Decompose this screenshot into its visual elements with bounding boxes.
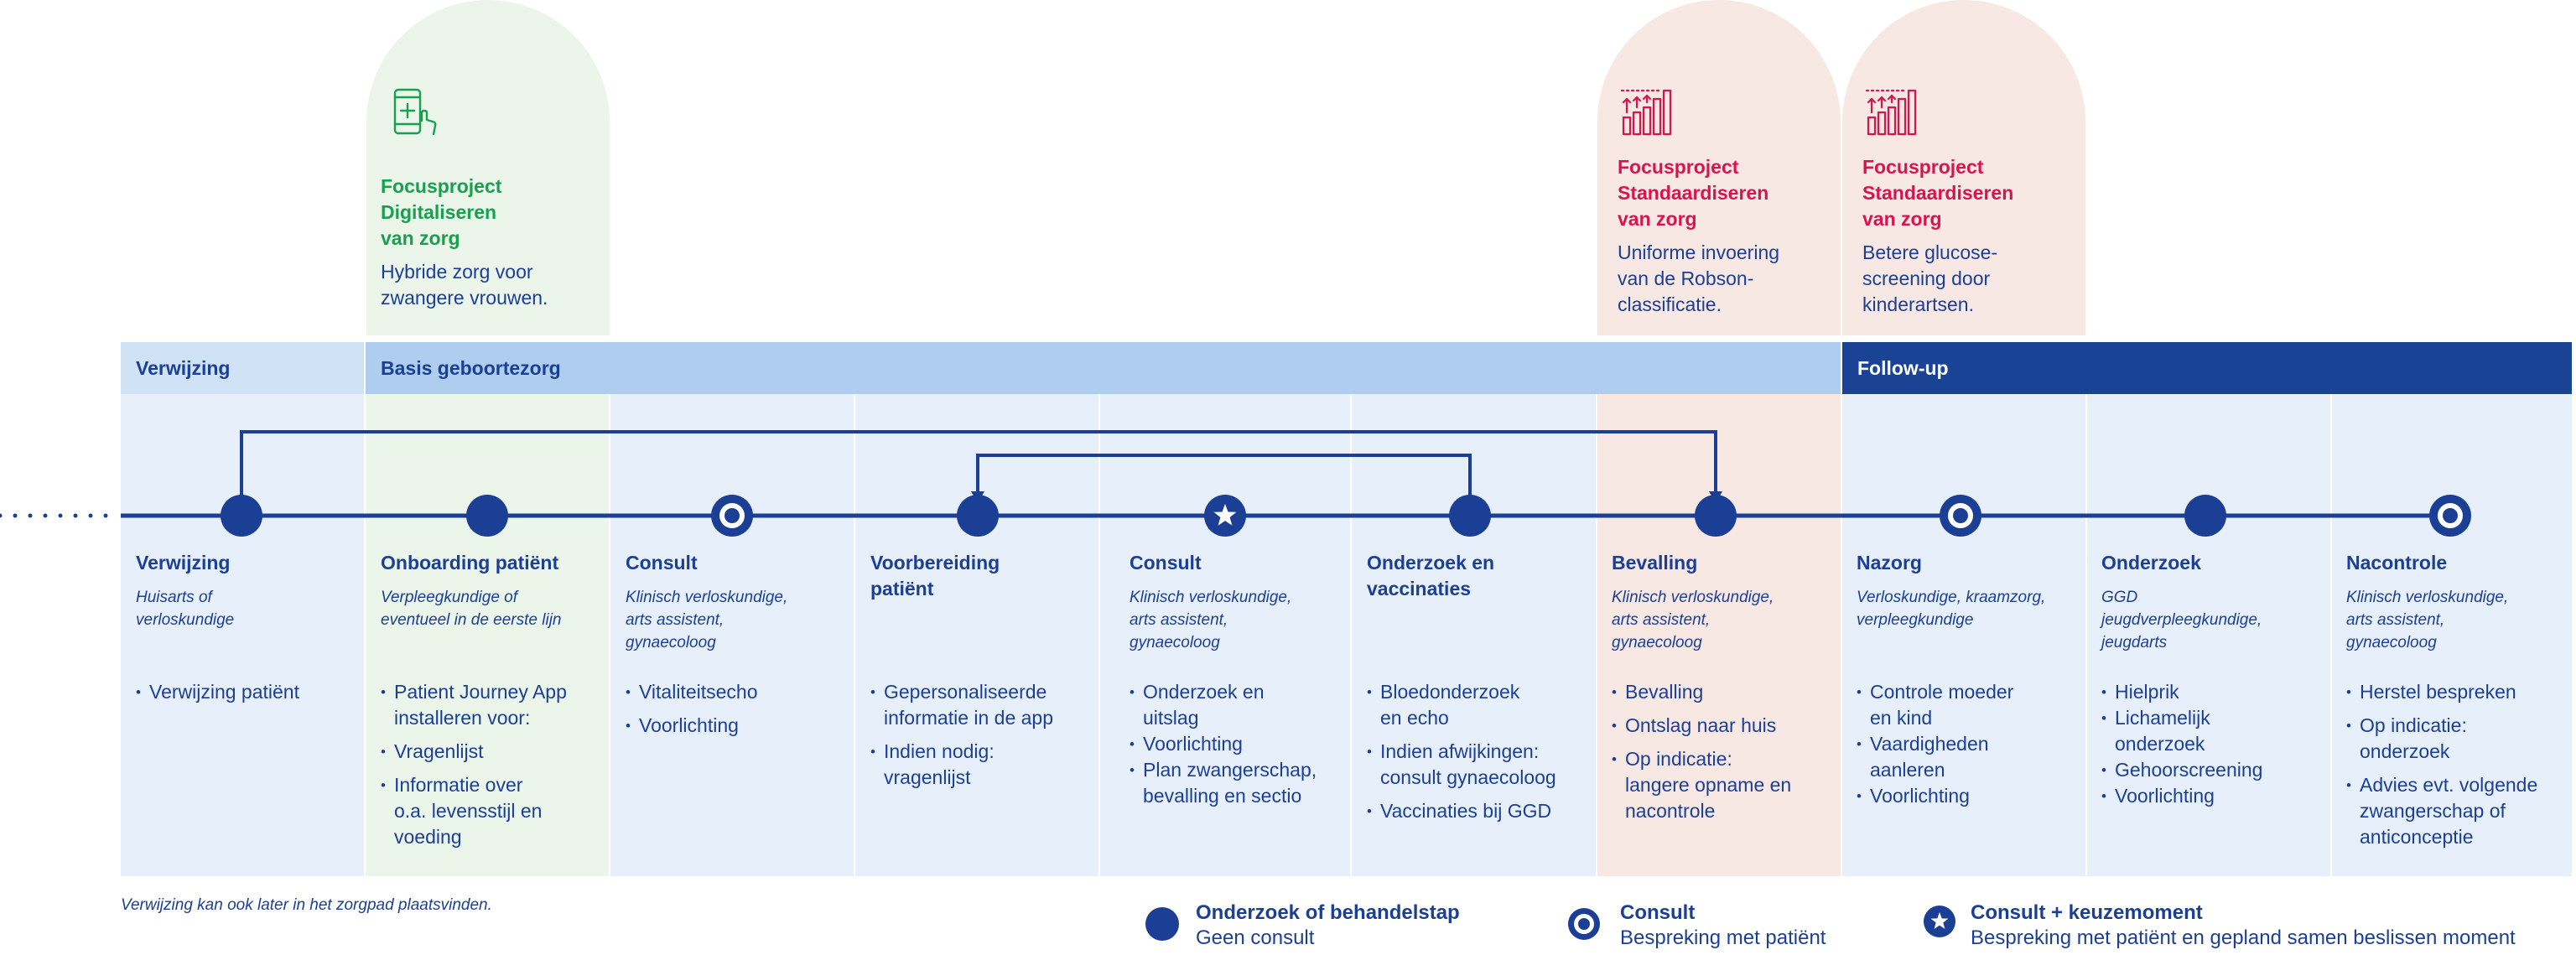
bullet-item: Voorlichting (626, 713, 844, 739)
step-title: Consult (626, 552, 698, 574)
focus-desc-digitaliseren: Hybride zorg voor zwangere vrouwen. (381, 261, 548, 309)
bullet-item: Ontslag naar huis (1612, 713, 1830, 739)
step-node-filled (1449, 495, 1491, 537)
focus-title-glucose: Focusproject Standaardiseren van zorg (1862, 156, 2014, 230)
step-subtitle: Huisarts of verloskundige (136, 589, 235, 629)
bullet-item: Plan zwangerschap, bevalling en sectio (1130, 757, 1348, 809)
phase-label-verwijzing: Verwijzing (136, 357, 231, 379)
focus-arch-glucose (1842, 0, 2085, 335)
step-node-star (1204, 495, 1246, 537)
step-subtitle: Klinisch verloskundige, arts assistent, … (1130, 589, 1292, 651)
phase-label-follow-up: Follow-up (1857, 357, 1949, 379)
step-node-ring (711, 495, 753, 537)
phase-label-basis: Basis geboortezorg (381, 357, 561, 379)
column-bg (610, 394, 854, 876)
step-bullets: Onderzoek en uitslag Voorlichting Plan z… (1130, 679, 1348, 817)
step-title: Onboarding patiënt (381, 552, 559, 574)
step-bullets: Bevalling Ontslag naar huis Op indicatie… (1612, 679, 1830, 832)
bullet-item: Gepersonaliseerde informatie in de app (870, 679, 1088, 731)
legend-title: Consult (1620, 901, 1696, 924)
bullet-item: Informatie over o.a. levensstijl en voed… (381, 772, 599, 850)
step-subtitle: Verpleegkundige of eventueel in de eerst… (381, 589, 562, 629)
bullet-item: Advies evt. volgende zwangerschap of ant… (2346, 772, 2566, 850)
bullet-item: Indien afwijkingen: consult gynaecoloog (1367, 739, 1585, 791)
step-bullets: Verwijzing patiënt (136, 679, 354, 713)
phase-band-follow-up: Follow-up (1842, 342, 2572, 394)
step-title: Verwijzing (136, 552, 231, 574)
bullet-item: Op indicatie: onderzoek (2346, 713, 2566, 765)
bullet-item: Bloedonderzoek en echo (1367, 679, 1585, 731)
step-node-filled (1695, 495, 1737, 537)
step-title: Nacontrole (2346, 552, 2448, 574)
bullet-item: Bevalling (1612, 679, 1830, 705)
bullet-item: Vitaliteitsecho (626, 679, 844, 705)
bullet-item: Gehoorscreening (2101, 757, 2319, 783)
phone-health-icon (392, 87, 442, 138)
bullet-item: Hielprik (2101, 679, 2319, 705)
bullet-item: Indien nodig: vragenlijst (870, 739, 1088, 791)
step-node-filled (221, 495, 262, 537)
step-bullets: Controle moeder en kind Vaardigheden aan… (1857, 679, 2075, 817)
step-title: Voorbereiding patiënt (870, 552, 1000, 599)
step-title: Nazorg (1857, 552, 1922, 574)
step-title: Bevalling (1612, 552, 1698, 574)
footnote: Verwijzing kan ook later in het zorgpad … (121, 896, 492, 914)
step-subtitle: Klinisch verloskundige, arts assistent, … (626, 589, 788, 651)
star-dot-icon (1924, 906, 1955, 937)
focus-arch-robson (1597, 0, 1841, 335)
bullet-item: Vaardigheden aanleren (1857, 731, 2075, 783)
bullet-item: Op indicatie: langere opname en nacontro… (1612, 746, 1830, 824)
bullet-item: Vaccinaties bij GGD (1367, 798, 1585, 824)
step-node-ring (1940, 495, 1981, 537)
timeline (0, 430, 2453, 518)
step-subtitle: GGD jeugdverpleegkundige, jeugdarts (2101, 589, 2262, 651)
bullet-item: Verwijzing patiënt (136, 679, 354, 705)
legend-subtitle: Bespreking met patiënt (1620, 926, 1826, 949)
legend-subtitle: Geen consult (1196, 926, 1315, 949)
filled-dot-icon (1145, 907, 1179, 941)
step-bullets: Patient Journey App installeren voor: Vr… (381, 679, 599, 858)
legend-title: Onderzoek of behandelstap (1196, 901, 1460, 924)
focus-title-digitaliseren: Focusproject Digitaliseren van zorg (381, 175, 502, 249)
bar-chart-arrows-icon (1620, 87, 1672, 138)
bullet-item: Voorlichting (2101, 783, 2319, 809)
step-title: Consult (1130, 552, 1202, 574)
bullet-item: Lichamelijk onderzoek (2101, 705, 2319, 757)
focus-desc-glucose: Betere glucose- screening door kinderart… (1862, 241, 1998, 315)
phase-band-basis: Basis geboortezorg (366, 342, 1841, 394)
step-bullets: Bloedonderzoek en echo Indien afwijkinge… (1367, 679, 1585, 832)
step-title: Onderzoek en vaccinaties (1367, 552, 1495, 599)
bullet-item: Herstel bespreken (2346, 679, 2566, 705)
column-bg (1352, 394, 1596, 876)
bullet-item: Patient Journey App installeren voor: (381, 679, 599, 731)
bullet-item: Controle moeder en kind (1857, 679, 2075, 731)
focus-title-robson: Focusproject Standaardiseren van zorg (1618, 156, 1769, 230)
step-node-filled (466, 495, 508, 537)
step-subtitle: Klinisch verloskundige, arts assistent, … (2346, 589, 2509, 651)
step-node-filled (2184, 495, 2226, 537)
step-bullets: Hielprik Lichamelijk onderzoek Gehoorscr… (2101, 679, 2319, 817)
bullet-item: Voorlichting (1857, 783, 2075, 809)
step-subtitle: Klinisch verloskundige, arts assistent, … (1612, 589, 1774, 651)
ring-dot-icon (1568, 908, 1600, 940)
legend-subtitle: Bespreking met patiënt en gepland samen … (1971, 926, 2516, 949)
step-bullets: Gepersonaliseerde informatie in de app I… (870, 679, 1088, 798)
focus-desc-robson: Uniforme invoering van de Robson- classi… (1618, 241, 1780, 315)
step-subtitle: Verloskundige, kraamzorg, verpleegkundig… (1857, 589, 2046, 629)
legend-title: Consult + keuzemoment (1971, 901, 2203, 924)
bullet-item: Voorlichting (1130, 731, 1348, 757)
bullet-item: Vragenlijst (381, 739, 599, 765)
step-bullets: Vitaliteitsecho Voorlichting (626, 679, 844, 746)
phase-band-verwijzing: Verwijzing (121, 342, 364, 394)
bar-chart-arrows-icon (1865, 87, 1917, 138)
step-bullets: Herstel bespreken Op indicatie: onderzoe… (2346, 679, 2566, 858)
step-title: Onderzoek (2101, 552, 2201, 574)
bullet-item: Onderzoek en uitslag (1130, 679, 1348, 731)
focus-arch-digitaliseren (366, 0, 610, 335)
step-node-filled (957, 495, 999, 537)
step-node-ring (2429, 495, 2471, 537)
